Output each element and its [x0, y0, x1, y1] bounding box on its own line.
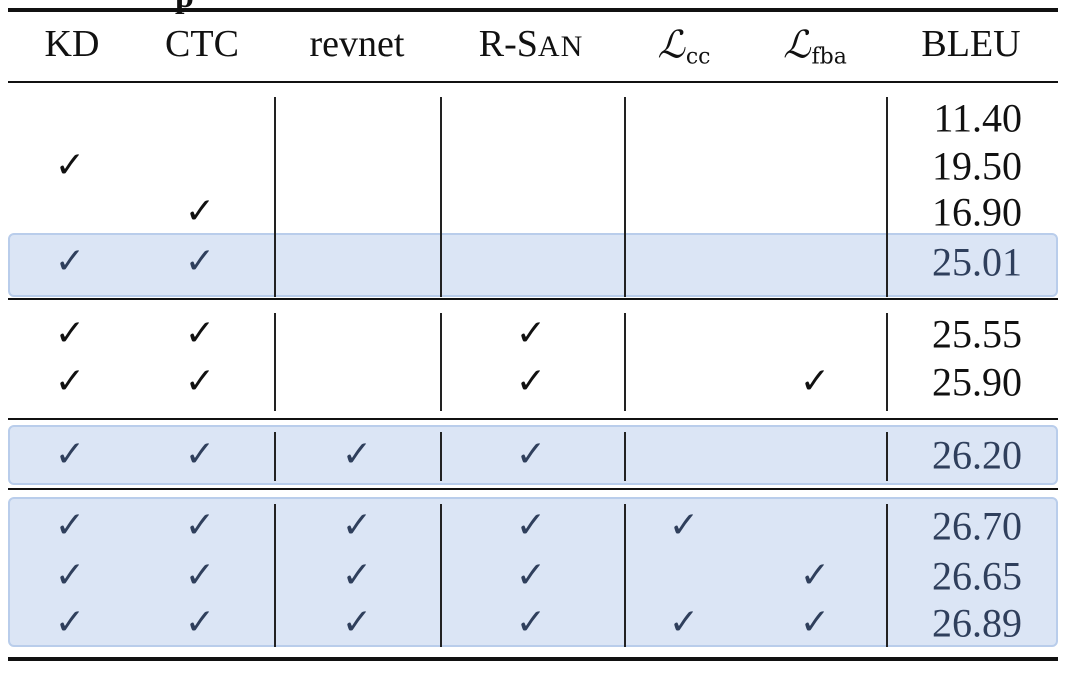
check-mark-icon: ✓ [184, 361, 216, 402]
check-mark-icon: ✓ [54, 361, 86, 402]
column-separator [440, 432, 442, 481]
check-mark-icon: ✓ [515, 361, 547, 402]
header-kd: KD [44, 23, 100, 65]
column-separator [624, 313, 626, 411]
header-rsan-an: AN [537, 30, 584, 63]
bleu-score: 25.90 [932, 359, 1022, 405]
column-separator [624, 504, 626, 647]
column-separator [440, 313, 442, 411]
bleu-score: 25.55 [932, 311, 1022, 357]
check-mark-icon: ✓ [184, 434, 216, 475]
column-separator [886, 432, 888, 481]
header-bleu: BLEU [921, 23, 1021, 65]
header-rule [8, 81, 1058, 83]
check-mark-icon: ✓ [668, 602, 700, 643]
check-mark-icon: ✓ [515, 505, 547, 546]
check-mark-icon: ✓ [799, 361, 831, 402]
bleu-score: 26.89 [932, 600, 1022, 646]
check-mark-icon: ✓ [184, 555, 216, 596]
column-separator [274, 97, 276, 297]
bleu-score: 26.70 [932, 503, 1022, 549]
check-mark-icon: ✓ [184, 241, 216, 282]
highlight-band-baseline [8, 233, 1058, 297]
header-loss-cc: ℒcc [657, 23, 710, 70]
header-loss-fba-base: ℒ [783, 22, 811, 67]
group-rule-1 [8, 298, 1058, 300]
check-mark-icon: ✓ [184, 313, 216, 354]
bleu-score: 26.20 [932, 432, 1022, 478]
group-rule-2 [8, 418, 1058, 420]
group-rule-3 [8, 488, 1058, 490]
header-loss-fba: ℒfba [783, 23, 847, 70]
column-separator [886, 504, 888, 647]
column-separator [440, 97, 442, 297]
check-mark-icon: ✓ [341, 434, 373, 475]
check-mark-icon: ✓ [54, 313, 86, 354]
column-separator [274, 313, 276, 411]
check-mark-icon: ✓ [515, 434, 547, 475]
check-mark-icon: ✓ [341, 602, 373, 643]
check-mark-icon: ✓ [341, 505, 373, 546]
check-mark-icon: ✓ [54, 602, 86, 643]
bleu-score: 11.40 [933, 95, 1022, 141]
column-separator [886, 313, 888, 411]
header-rsan: R-SAN [479, 22, 583, 66]
header-loss-fba-sub: fba [811, 44, 847, 70]
check-mark-icon: ✓ [54, 434, 86, 475]
bleu-score: 25.01 [932, 239, 1022, 285]
bleu-score: 26.65 [932, 553, 1022, 599]
header-loss-cc-sub: cc [685, 44, 711, 70]
check-mark-icon: ✓ [515, 555, 547, 596]
check-mark-icon: ✓ [668, 505, 700, 546]
check-mark-icon: ✓ [515, 602, 547, 643]
check-mark-icon: ✓ [54, 145, 86, 186]
column-separator [624, 432, 626, 481]
highlight-band-full [8, 497, 1058, 647]
highlight-band-revnet [8, 425, 1058, 485]
check-mark-icon: ✓ [799, 555, 831, 596]
header-revnet: revnet [309, 23, 405, 65]
check-mark-icon: ✓ [54, 241, 86, 282]
column-separator [440, 504, 442, 647]
check-mark-icon: ✓ [184, 602, 216, 643]
header-ctc: CTC [165, 23, 239, 65]
bleu-score: 19.50 [932, 143, 1022, 189]
check-mark-icon: ✓ [54, 505, 86, 546]
check-mark-icon: ✓ [515, 313, 547, 354]
bleu-score: 16.90 [932, 189, 1022, 235]
header-loss-cc-base: ℒ [657, 22, 685, 67]
check-mark-icon: ✓ [799, 602, 831, 643]
check-mark-icon: ✓ [184, 505, 216, 546]
check-mark-icon: ✓ [341, 555, 373, 596]
column-separator [886, 97, 888, 297]
check-mark-icon: ✓ [184, 191, 216, 232]
header-rsan-r: R-S [478, 23, 538, 65]
column-separator [274, 504, 276, 647]
check-mark-icon: ✓ [54, 555, 86, 596]
column-separator [624, 97, 626, 297]
column-separator [274, 432, 276, 481]
bottom-rule [8, 657, 1058, 661]
top-rule [8, 8, 1058, 12]
